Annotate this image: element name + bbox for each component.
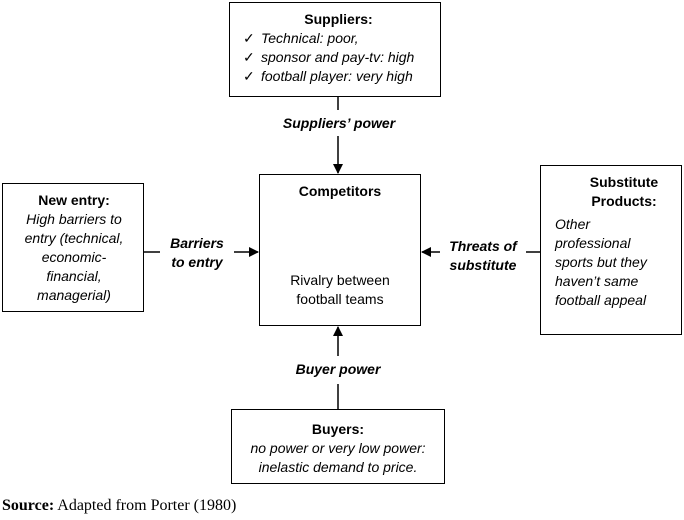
competitors-text: Rivalry between football teams xyxy=(290,272,390,307)
threats-of-substitute-label: Threats of substitute xyxy=(449,238,517,273)
buyers-text: no power or very low power: inelastic de… xyxy=(250,440,426,475)
substitute-text: Other professional sports but they haven… xyxy=(555,216,647,308)
suppliers-box: Suppliers: ✓Technical: poor, ✓sponsor an… xyxy=(229,2,441,97)
source-note: Source: Adapted from Porter (1980) xyxy=(2,497,236,515)
competitors-title: Competitors xyxy=(298,183,382,199)
suppliers-title: Suppliers: xyxy=(304,11,373,27)
source-label: Source: xyxy=(2,497,55,514)
source-text: Adapted from Porter (1980) xyxy=(54,497,237,514)
buyers-box: Buyers: no power or very low power: inel… xyxy=(231,409,445,484)
competitors-box: Competitors Rivalry between football tea… xyxy=(259,174,421,326)
barriers-to-entry-label: Barriers to entry xyxy=(170,235,224,270)
new-entry-box: New entry: High barriers to entry (techn… xyxy=(2,183,144,312)
suppliers-item: ✓football player: very high xyxy=(243,68,413,84)
buyer-power-label: Buyer power xyxy=(295,361,381,377)
check-icon: ✓ xyxy=(243,68,255,84)
suppliers-power-label: Suppliers’ power xyxy=(282,115,396,131)
substitute-title: Substitute Products: xyxy=(589,174,659,209)
suppliers-item: ✓sponsor and pay-tv: high xyxy=(243,49,415,65)
check-icon: ✓ xyxy=(243,49,255,65)
check-icon: ✓ xyxy=(243,30,255,46)
substitute-products-box: Substitute Products: Other professional … xyxy=(540,165,682,335)
suppliers-list: ✓Technical: poor, ✓sponsor and pay-tv: h… xyxy=(243,29,434,86)
buyers-title: Buyers: xyxy=(311,421,365,437)
new-entry-title: New entry: xyxy=(38,192,110,208)
new-entry-text: High barriers to entry (technical, econo… xyxy=(24,211,124,303)
suppliers-item: ✓Technical: poor, xyxy=(243,30,359,46)
